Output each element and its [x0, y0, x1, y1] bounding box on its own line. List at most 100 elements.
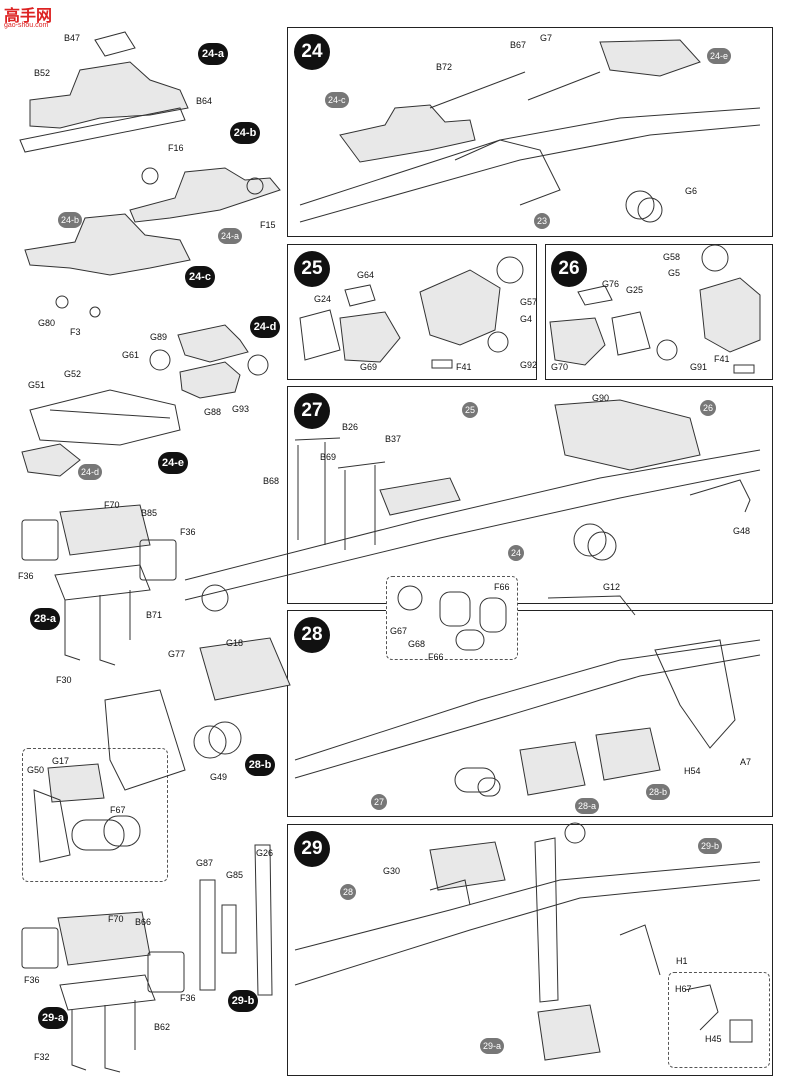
part-label-H45: H45 — [705, 1034, 722, 1044]
ref-27-badge: 27 — [371, 794, 388, 810]
ref-24e-badge: 24-e — [707, 48, 732, 64]
part-label-G52: G52 — [64, 369, 82, 379]
ref-28a-badge: 28-a — [575, 798, 600, 814]
part-label-G69: G69 — [360, 362, 378, 372]
part-label-B71: B71 — [146, 610, 163, 620]
part-label-B62: B62 — [154, 1022, 171, 1032]
part-label-G90: G90 — [592, 393, 610, 403]
part-label-G85: G85 — [226, 870, 244, 880]
subassembly-29b-badge: 29-b — [228, 990, 258, 1012]
ref-25-badge: 25 — [462, 402, 479, 418]
ref-29a-badge: 29-a — [480, 1038, 505, 1054]
part-label-G5: G5 — [668, 268, 681, 278]
part-label-H67: H67 — [675, 984, 692, 994]
part-label-G58: G58 — [663, 252, 681, 262]
subassembly-24d-badge: 24-d — [250, 316, 280, 338]
part-label-F15: F15 — [260, 220, 276, 230]
ref-28-badge: 28 — [340, 884, 357, 900]
part-label-F16: F16 — [168, 143, 184, 153]
subassembly-28b-badge: 28-b — [245, 754, 275, 776]
part-label-B52: B52 — [34, 68, 51, 78]
part-label-G48: G48 — [733, 526, 751, 536]
part-label-G91: G91 — [690, 362, 708, 372]
part-label-B67: B67 — [510, 40, 527, 50]
part-label-B85: B85 — [141, 508, 158, 518]
part-label-G26: G26 — [256, 848, 274, 858]
part-label-G12: G12 — [603, 582, 621, 592]
part-label-G93: G93 — [232, 404, 250, 414]
part-label-B37: B37 — [385, 434, 402, 444]
part-label-F41-25: F41 — [456, 362, 472, 372]
part-label-G25: G25 — [626, 285, 644, 295]
part-label-F70-top: F70 — [104, 500, 120, 510]
part-label-H1: H1 — [676, 956, 688, 966]
part-label-B47: B47 — [64, 33, 81, 43]
part-label-G18: G18 — [226, 638, 244, 648]
subassembly-24e-badge: 24-e — [158, 452, 188, 474]
part-label-G17: G17 — [52, 756, 70, 766]
watermark-url: gao-shou.com — [4, 22, 49, 29]
part-label-G87: G87 — [196, 858, 214, 868]
part-label-G67: G67 — [390, 626, 408, 636]
part-label-G6: G6 — [685, 186, 698, 196]
inset-29-detail — [668, 972, 770, 1068]
watermark-brand: 高手网 — [4, 8, 53, 25]
part-label-G70: G70 — [551, 362, 569, 372]
part-label-G64: G64 — [357, 270, 375, 280]
part-label-G61: G61 — [122, 350, 140, 360]
part-label-G49: G49 — [210, 772, 228, 782]
ref-24a-badge: 24-a — [218, 228, 243, 244]
part-label-G77: G77 — [168, 649, 186, 659]
part-label-F3: F3 — [70, 327, 81, 337]
part-label-B68: B68 — [263, 476, 280, 486]
part-label-G24: G24 — [314, 294, 332, 304]
part-label-G51: G51 — [28, 380, 46, 390]
part-label-A7: A7 — [740, 757, 752, 767]
part-label-F67: F67 — [110, 805, 126, 815]
part-label-G4: G4 — [520, 314, 533, 324]
part-label-F30: F30 — [56, 675, 72, 685]
ref-24c-badge: 24-c — [325, 92, 349, 108]
part-label-G57: G57 — [520, 297, 538, 307]
part-label-F66-bottom: F66 — [428, 652, 444, 662]
part-label-B64: B64 — [196, 96, 213, 106]
ref-24-badge: 24 — [508, 545, 525, 561]
step-28-number: 28 — [294, 617, 330, 653]
part-label-B72: B72 — [436, 62, 453, 72]
part-label-F70-bottom: F70 — [108, 914, 124, 924]
step-24-number: 24 — [294, 34, 330, 70]
ref-26-badge: 26 — [700, 400, 717, 416]
ref-28b-badge: 28-b — [646, 784, 671, 800]
part-label-F36-left-top: F36 — [18, 571, 34, 581]
step-29-number: 29 — [294, 831, 330, 867]
part-label-G80: G80 — [38, 318, 56, 328]
part-label-G88: G88 — [204, 407, 222, 417]
part-label-G89: G89 — [150, 332, 168, 342]
part-label-B69: B69 — [320, 452, 337, 462]
part-label-F36-right-bottom: F36 — [180, 993, 196, 1003]
part-label-F36-left-bottom: F36 — [24, 975, 40, 985]
part-label-G30: G30 — [383, 866, 401, 876]
step-27-number: 27 — [294, 393, 330, 429]
part-label-G76: G76 — [602, 279, 620, 289]
part-label-H54: H54 — [684, 766, 701, 776]
part-label-F41-26: F41 — [714, 354, 730, 364]
part-label-B66: B66 — [135, 917, 152, 927]
step-27-panel — [287, 386, 773, 604]
ref-24d-badge: 24-d — [78, 464, 103, 480]
part-label-G50: G50 — [27, 765, 45, 775]
part-label-F36-right-top: F36 — [180, 527, 196, 537]
step-26-number: 26 — [551, 251, 587, 287]
subassembly-28a-badge: 28-a — [30, 608, 60, 630]
step-25-number: 25 — [294, 251, 330, 287]
part-label-G92: G92 — [520, 360, 538, 370]
ref-23-badge: 23 — [534, 213, 551, 229]
part-label-F66-top: F66 — [494, 582, 510, 592]
ref-24b-badge: 24-b — [58, 212, 83, 228]
ref-29b-badge: 29-b — [698, 838, 723, 854]
part-label-G68: G68 — [408, 639, 426, 649]
part-label-G7: G7 — [540, 33, 553, 43]
part-label-B26: B26 — [342, 422, 359, 432]
part-label-F32: F32 — [34, 1052, 50, 1062]
